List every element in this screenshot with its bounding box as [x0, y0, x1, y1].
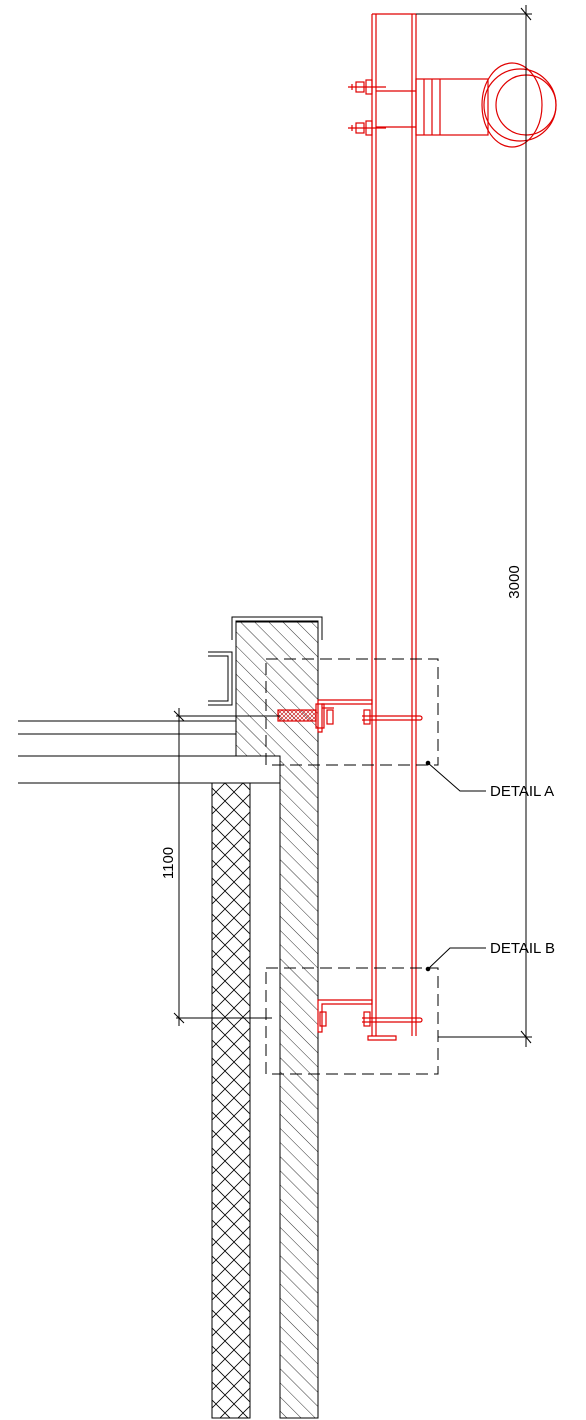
pipe-assembly — [277, 13, 557, 1041]
anchor-bolt-lower — [348, 120, 386, 136]
top-pipe-clamp — [376, 62, 557, 148]
dimension-lines — [173, 5, 532, 1047]
detail-b-leader — [427, 947, 486, 970]
coping-channel — [231, 616, 323, 640]
detail-a-label: DETAIL A — [490, 783, 554, 800]
callout-leaders — [425, 760, 486, 972]
detail-a-box — [265, 658, 439, 766]
upper-wall-bracket — [277, 699, 423, 733]
lower-wall-bracket — [317, 999, 423, 1041]
detail-a-leader — [427, 762, 486, 792]
insulation-wall — [211, 782, 251, 1419]
detail-boxes — [265, 658, 439, 1075]
anchor-bolt-upper — [348, 79, 386, 95]
riser-pipe — [371, 13, 417, 1036]
overall-height-dimension: 3000 — [506, 565, 523, 598]
wall-channel — [208, 651, 233, 706]
building-structure — [18, 616, 323, 1419]
detail-b-box — [265, 967, 439, 1075]
detail-b-label: DETAIL B — [490, 940, 555, 957]
bracket-spacing-dimension: 1100 — [160, 847, 177, 879]
